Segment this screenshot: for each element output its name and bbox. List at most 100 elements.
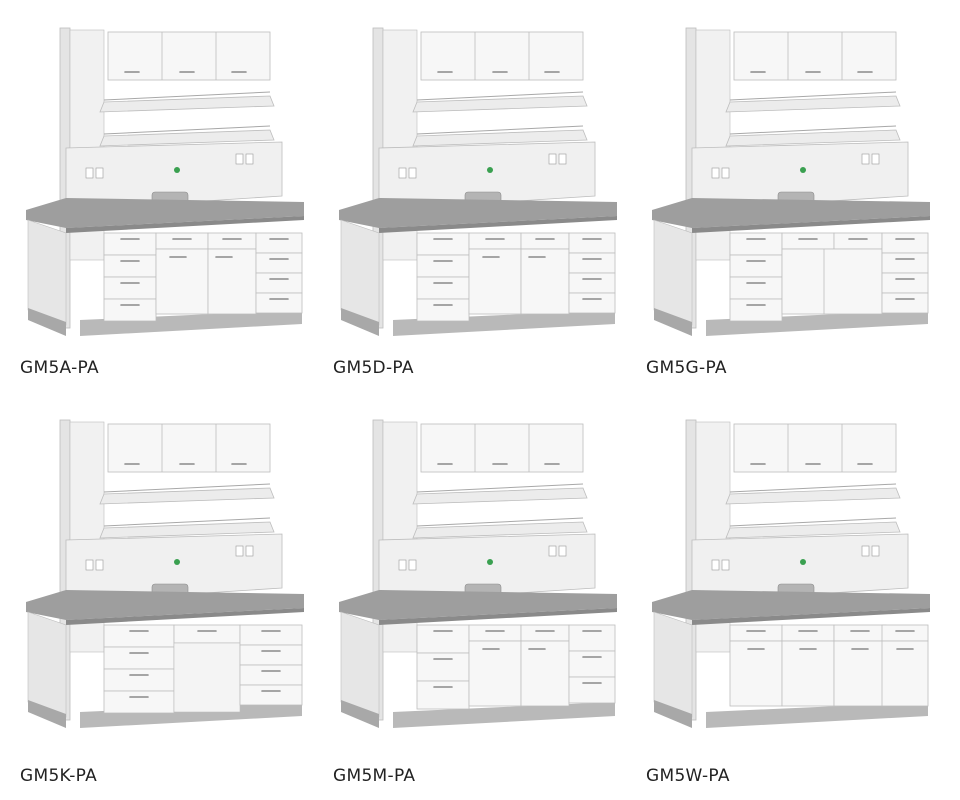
bench-part [729, 232, 783, 256]
product-code: GM5G-PA [646, 358, 727, 378]
bench-part [691, 533, 909, 603]
bench-part [66, 216, 304, 233]
bench-part [103, 668, 175, 692]
bench-part [558, 545, 567, 557]
bench-part [341, 700, 379, 728]
bench-part [245, 545, 254, 557]
bench-part [378, 141, 596, 211]
bench-part [861, 153, 870, 165]
bench-part [692, 608, 930, 625]
bench-part [653, 611, 693, 718]
bench-part [520, 624, 570, 642]
bench-part [412, 521, 588, 539]
bench-part [416, 232, 470, 256]
bench-part [781, 640, 835, 707]
bench-part [487, 167, 493, 173]
bench-part [103, 276, 157, 300]
bench-part [95, 559, 104, 571]
bench-part [416, 652, 470, 682]
bench-part [103, 125, 271, 135]
bench-part [255, 272, 303, 294]
bench-part [412, 487, 588, 505]
bench-part [416, 276, 470, 300]
bench-part [861, 545, 870, 557]
bench-part [378, 533, 596, 603]
product-card[interactable]: GM5D-PA [333, 20, 633, 400]
bench-part [416, 254, 470, 278]
bench-part [27, 611, 67, 718]
bench-part [706, 310, 928, 336]
bench-part [26, 198, 304, 228]
bench-part [103, 646, 175, 670]
bench-part [255, 252, 303, 274]
bench-part [340, 219, 380, 326]
bench-part [468, 232, 522, 250]
bench-part [99, 521, 275, 539]
bench-part [800, 559, 806, 565]
bench-part [711, 167, 720, 179]
bench-part [729, 91, 897, 101]
bench-part [654, 700, 692, 728]
bench-part [729, 276, 783, 300]
bench-part [103, 517, 271, 527]
product-code: GM5A-PA [20, 358, 99, 378]
bench-part [653, 219, 693, 326]
bench-part [341, 308, 379, 336]
bench-part [729, 125, 897, 135]
bench-part [706, 702, 928, 728]
bench-part [80, 702, 302, 728]
product-card[interactable]: GM5M-PA [333, 412, 633, 792]
bench-part [339, 198, 617, 228]
bench-part [487, 559, 493, 565]
product-code: GM5M-PA [333, 766, 416, 786]
product-code: GM5D-PA [333, 358, 414, 378]
bench-part [27, 219, 67, 326]
bench-part [103, 232, 157, 256]
product-card[interactable]: GM5G-PA [646, 20, 946, 400]
bench-part [173, 642, 241, 713]
bench-part [416, 680, 470, 710]
bench-part [393, 702, 615, 728]
bench-part [379, 608, 617, 625]
product-card[interactable]: GM5A-PA [20, 20, 320, 400]
bench-part [558, 153, 567, 165]
product-card[interactable]: GM5K-PA [20, 412, 320, 792]
bench-part [725, 487, 901, 505]
bench-part [412, 129, 588, 147]
bench-part [239, 684, 303, 706]
bench-part [174, 559, 180, 565]
bench-part [207, 232, 257, 250]
bench-part [652, 198, 930, 228]
bench-part [781, 248, 883, 315]
bench-part [412, 95, 588, 113]
lab-bench-illustration [26, 419, 304, 728]
bench-part [103, 91, 271, 101]
bench-part [652, 590, 930, 620]
bench-part [95, 167, 104, 179]
bench-part [568, 272, 616, 294]
bench-part [833, 640, 887, 707]
bench-part [99, 129, 275, 147]
bench-part [408, 167, 417, 179]
lab-bench-illustration [26, 27, 304, 336]
bench-part [881, 640, 929, 707]
bench-part [28, 700, 66, 728]
bench-part [881, 252, 929, 274]
bench-part [255, 292, 303, 314]
lab-bench-illustration [652, 419, 930, 728]
bench-part [520, 232, 570, 250]
bench-part [207, 248, 257, 315]
bench-part [255, 232, 303, 254]
product-card[interactable]: GM5W-PA [646, 412, 946, 792]
bench-part [99, 95, 275, 113]
bench-part [85, 559, 94, 571]
bench-part [103, 483, 271, 493]
bench-part [107, 31, 271, 81]
bench-part [235, 545, 244, 557]
bench-part [568, 676, 616, 704]
bench-part [520, 640, 570, 707]
bench-part [725, 95, 901, 113]
bench-part [733, 31, 897, 81]
bench-part [568, 624, 616, 652]
